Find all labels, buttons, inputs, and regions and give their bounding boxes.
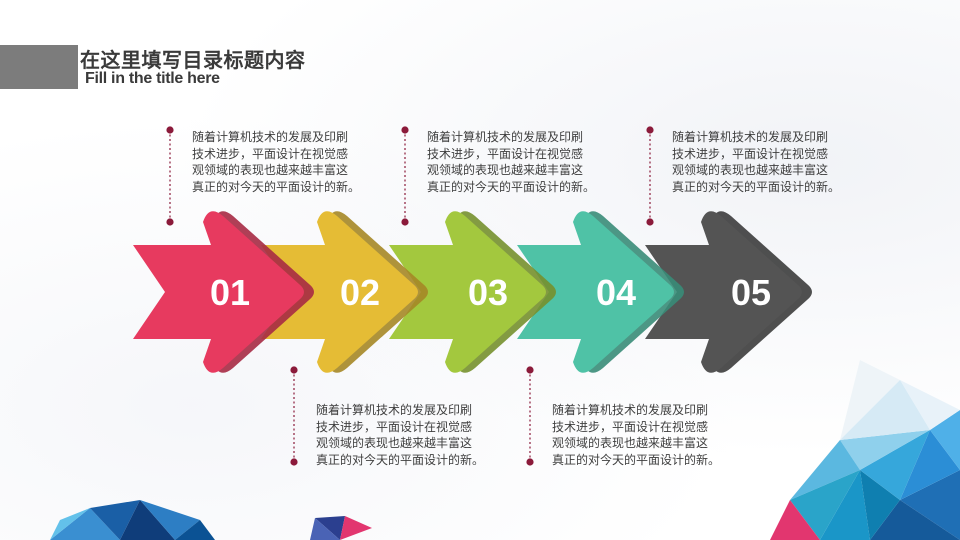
title-accent-bar: [0, 45, 78, 89]
step-description-2: 随着计算机技术的发展及印刷技术进步，平面设计在视觉感观领域的表现也越来越丰富这真…: [316, 402, 506, 468]
step-arrow-shape: [389, 211, 546, 373]
connector-dot: [401, 218, 409, 226]
connector-dot: [401, 126, 409, 134]
connector-dot: [646, 126, 654, 134]
step-number-03: 03: [468, 272, 508, 313]
step-arrow-shape: [517, 211, 674, 373]
description-line: 随着计算机技术的发展及印刷: [316, 403, 473, 417]
connector-dot: [646, 218, 654, 226]
step-number-05: 05: [731, 272, 771, 313]
description-line: 观领域的表现也越来越丰富这: [427, 163, 584, 177]
description-line: 技术进步，平面设计在视觉感: [316, 419, 473, 434]
description-line: 观领域的表现也越来越丰富这: [192, 163, 349, 177]
step-arrow-05: [645, 211, 812, 373]
step-arrow-shape: [133, 211, 304, 373]
description-line: 技术进步，平面设计在视觉感: [427, 146, 584, 161]
connector-dot: [526, 458, 534, 466]
step-description-1: 随着计算机技术的发展及印刷技术进步，平面设计在视觉感观领域的表现也越来越丰富这真…: [192, 129, 382, 195]
step-number-01: 01: [210, 272, 250, 313]
connector-dot: [290, 366, 298, 374]
step-number-04: 04: [596, 272, 636, 313]
description-line: 观领域的表现也越来越丰富这: [552, 436, 709, 450]
connector-dot: [166, 218, 174, 226]
description-line: 真正的对今天的平面设计的新。: [552, 452, 721, 467]
description-line: 技术进步，平面设计在视觉感: [552, 419, 709, 434]
connector-dot: [290, 458, 298, 466]
step-arrow-shape: [645, 211, 802, 373]
step-description-4: 随着计算机技术的发展及印刷技术进步，平面设计在视觉感观领域的表现也越来越丰富这真…: [552, 402, 742, 468]
step-arrow-03: [389, 211, 556, 373]
description-line: 技术进步，平面设计在视觉感: [192, 146, 349, 161]
description-line: 随着计算机技术的发展及印刷: [552, 403, 709, 417]
description-line: 随着计算机技术的发展及印刷: [672, 130, 829, 144]
description-line: 观领域的表现也越来越丰富这: [672, 163, 829, 177]
description-line: 技术进步，平面设计在视觉感: [672, 146, 829, 161]
step-description-3: 随着计算机技术的发展及印刷技术进步，平面设计在视觉感观领域的表现也越来越丰富这真…: [427, 129, 617, 195]
description-line: 真正的对今天的平面设计的新。: [427, 179, 596, 194]
step-arrow-01: [133, 211, 314, 373]
step-arrow-shape: [261, 211, 418, 373]
connector-dot: [526, 366, 534, 374]
description-line: 真正的对今天的平面设计的新。: [316, 452, 485, 467]
page-subtitle: Fill in the title here: [85, 70, 220, 87]
description-line: 真正的对今天的平面设计的新。: [192, 179, 361, 194]
description-line: 随着计算机技术的发展及印刷: [192, 130, 349, 144]
description-line: 观领域的表现也越来越丰富这: [316, 436, 473, 450]
step-arrow-04: [517, 211, 684, 373]
step-number-02: 02: [340, 272, 380, 313]
step-arrow-02: [261, 211, 428, 373]
step-description-5: 随着计算机技术的发展及印刷技术进步，平面设计在视觉感观领域的表现也越来越丰富这真…: [672, 129, 862, 195]
description-line: 随着计算机技术的发展及印刷: [427, 130, 584, 144]
description-line: 真正的对今天的平面设计的新。: [672, 179, 841, 194]
connector-dot: [166, 126, 174, 134]
page-title: 在这里填写目录标题内容: [80, 48, 306, 72]
